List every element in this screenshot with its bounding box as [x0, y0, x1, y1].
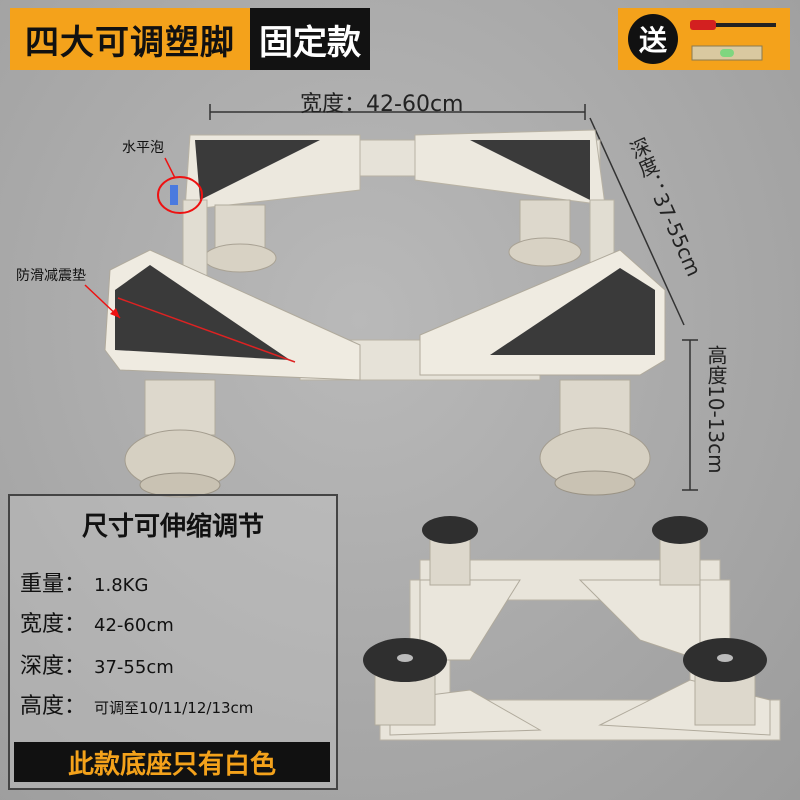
anti-slip-pad — [470, 140, 590, 200]
level-bubble-icon — [170, 185, 178, 205]
spec-row-weight: 重量：1.8KG — [20, 572, 149, 597]
anti-slip-pad — [115, 265, 290, 360]
screwdriver-level-icon — [690, 20, 776, 61]
product-bottom-view — [363, 516, 781, 741]
width-dimension-label: 宽度：42-60cm — [300, 92, 464, 117]
anti-slip-pad-annotation: 防滑减震垫 — [16, 268, 86, 284]
gift-panel: 送 — [618, 8, 790, 70]
spec-title: 尺寸可伸缩调节 — [81, 512, 264, 542]
spec-row-height: 高度：可调至10/11/12/13cm — [20, 694, 254, 719]
gift-badge: 送 — [628, 14, 678, 64]
product-title-banner: 四大可调塑脚 — [10, 8, 250, 70]
spec-row-depth: 深度：37-55cm — [20, 654, 174, 679]
product-type-badge: 固定款 — [250, 8, 370, 70]
anti-slip-pad — [195, 140, 320, 200]
height-dimension-label: 高度10-13cm — [704, 345, 728, 474]
color-notice-bar: 此款底座只有白色 — [14, 742, 330, 782]
level-bubble-highlight — [157, 176, 203, 214]
depth-dimension-line — [589, 117, 685, 326]
spec-panel: 尺寸可伸缩调节 重量：1.8KG 宽度：42-60cm 深度：37-55cm 高… — [8, 494, 338, 790]
anti-slip-pad — [490, 268, 655, 355]
level-bubble-annotation: 水平泡 — [122, 140, 164, 156]
spec-row-width: 宽度：42-60cm — [20, 612, 174, 637]
